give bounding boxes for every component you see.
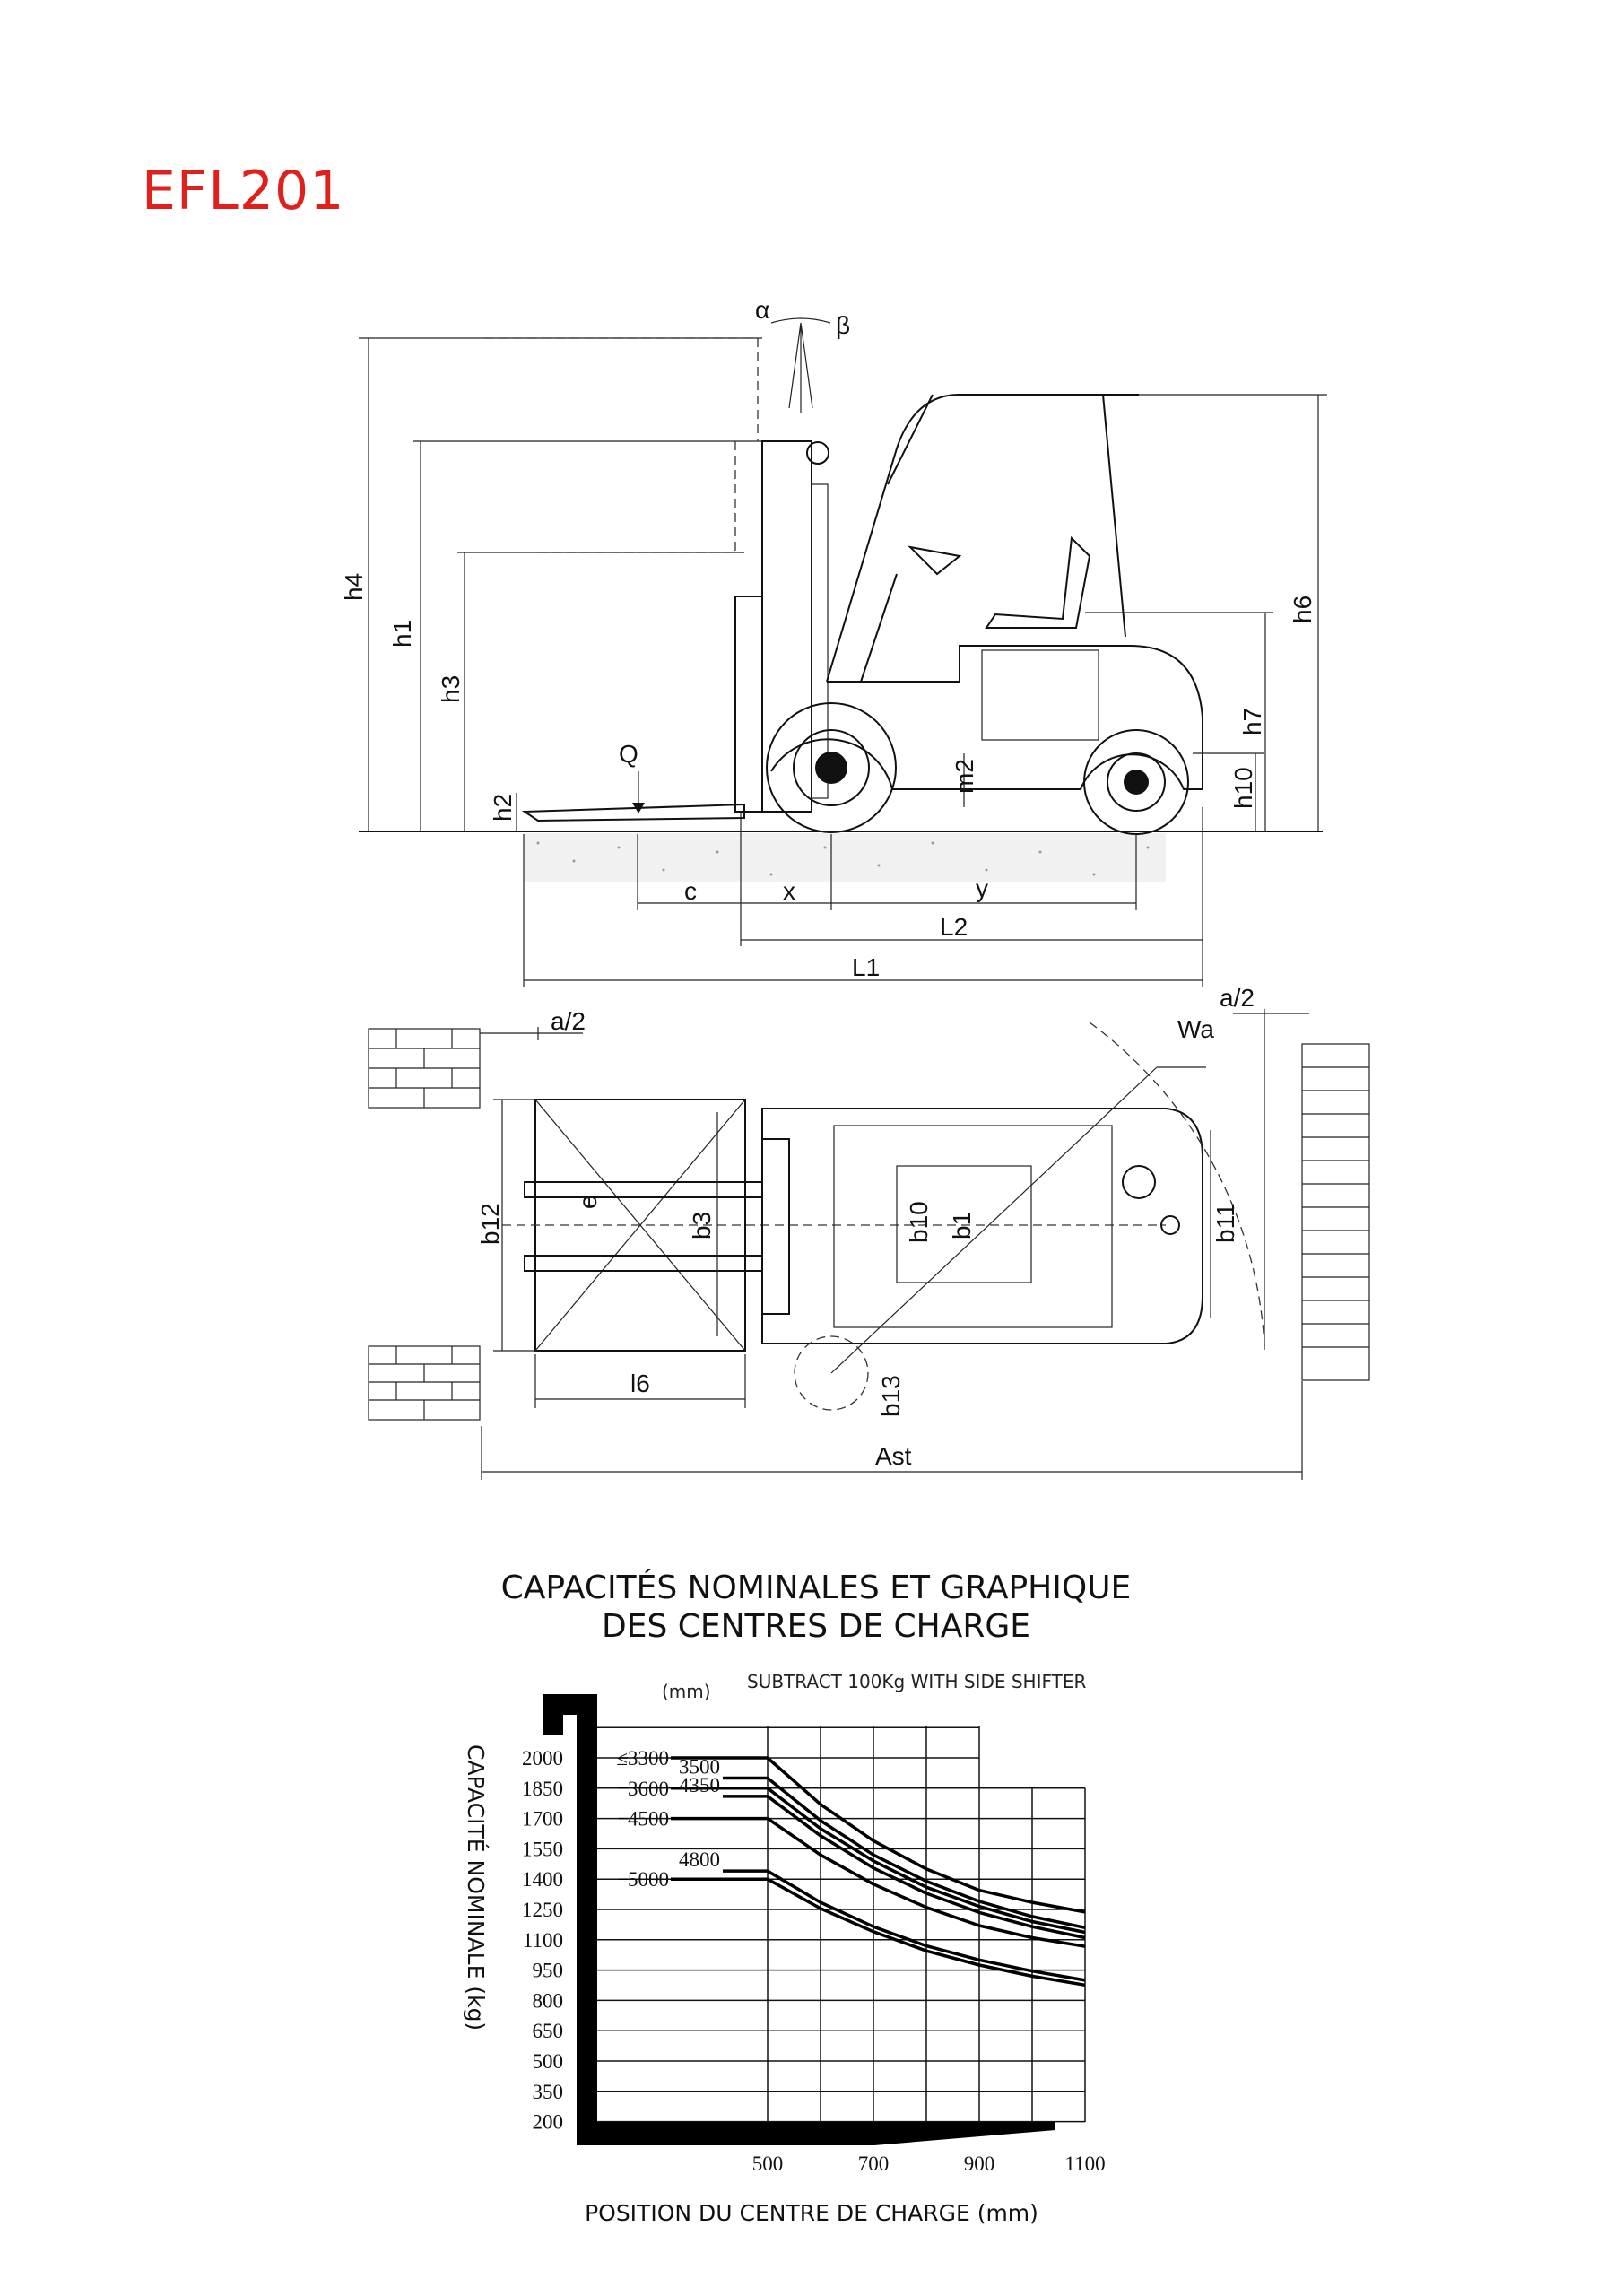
series-line-le3300 xyxy=(671,1756,1086,1914)
label-h7: h7 xyxy=(1238,708,1266,735)
wall-right xyxy=(1301,1043,1370,1381)
label-L2: L2 xyxy=(940,913,968,941)
x-axis-label: POSITION DU CENTRE DE CHARGE (mm) xyxy=(585,2200,1038,2226)
series-line-4800 xyxy=(723,1869,1086,1982)
label-b1: b1 xyxy=(948,1212,976,1239)
label-beta: β xyxy=(836,311,850,339)
y-axis-label: CAPACITÉ NOMINALE (kg) xyxy=(463,1744,489,2031)
y-tick-label: 950 xyxy=(533,1960,564,1982)
series-line-4350 xyxy=(723,1795,1086,1940)
model-title: EFL201 xyxy=(142,160,345,222)
top-view-drawing: a/2 Wa a/2 e b12 b3 b10 b1 b11 l6 b13 As… xyxy=(368,984,1370,1480)
wall-left-bottom xyxy=(368,1345,481,1421)
y-tick-label: 2000 xyxy=(522,1747,563,1770)
y-tick-label: 1400 xyxy=(522,1868,563,1891)
series-label: 3600 xyxy=(628,1778,669,1800)
series-unit: (mm) xyxy=(662,1681,711,1702)
y-tick-label: 200 xyxy=(533,2111,564,2134)
y-tick-label: 1250 xyxy=(522,1899,563,1921)
y-tick-label: 1550 xyxy=(522,1838,563,1860)
wall-left-top xyxy=(368,1028,481,1109)
label-a2-right: a/2 xyxy=(1220,984,1255,1012)
label-e: e xyxy=(574,1195,602,1209)
label-b13: b13 xyxy=(877,1375,905,1417)
steer-pivot xyxy=(794,1335,869,1411)
ground-dots xyxy=(536,841,1150,876)
y-tick-labels: 2000 1850 1700 1550 1400 1250 1100 950 800 650 500… xyxy=(522,1747,563,2134)
side-view-drawing: α β h4 h1 h3 h2 Q m2 h7 h10 h6 c x y L2 … xyxy=(340,296,1327,987)
label-b3: b3 xyxy=(688,1212,716,1239)
label-h3: h3 xyxy=(437,675,465,703)
series-line-3500 xyxy=(723,1776,1086,1930)
y-tick-label: 1100 xyxy=(523,1929,563,1952)
x-tick-labels: 500 700 900 1100 xyxy=(752,2152,1106,2175)
series-line-3600 xyxy=(671,1787,1086,1935)
chart-axis-frame xyxy=(543,1694,1055,2145)
series-line-4500 xyxy=(671,1816,1086,1948)
series-label: 3500 xyxy=(679,1756,720,1779)
label-x: x xyxy=(783,877,795,905)
chart-title-line-1: CAPACITÉS NOMINALES ET GRAPHIQUE xyxy=(501,1569,1132,1606)
series-label: 4500 xyxy=(628,1808,669,1831)
y-tick-label: 350 xyxy=(533,2081,564,2103)
x-tick-label: 1100 xyxy=(1064,2152,1105,2175)
chart-note: SUBTRACT 100Kg WITH SIDE SHIFTER xyxy=(747,1671,1086,1692)
label-b12: b12 xyxy=(476,1203,504,1245)
series-line-5000 xyxy=(671,1877,1086,1987)
x-tick-label: 700 xyxy=(858,2152,890,2175)
label-y: y xyxy=(976,874,988,902)
turning-radius-arc xyxy=(1089,1022,1265,1346)
label-l6: l6 xyxy=(630,1370,650,1397)
series-label: 5000 xyxy=(628,1868,669,1891)
front-wheel xyxy=(766,702,897,833)
label-h6: h6 xyxy=(1289,596,1316,623)
label-h2: h2 xyxy=(489,794,517,822)
truck-body xyxy=(770,645,1203,790)
rear-wheel xyxy=(1083,729,1189,835)
series-label: 4350 xyxy=(679,1774,720,1796)
chart-series: ≤3300 3500 3600 4350 4500 4800 5000 xyxy=(616,1747,1086,1987)
label-Ast: Ast xyxy=(875,1442,912,1470)
mast xyxy=(761,440,812,813)
label-h10: h10 xyxy=(1229,767,1257,809)
y-tick-label: 1700 xyxy=(522,1808,563,1831)
y-tick-label: 500 xyxy=(533,2050,564,2073)
label-L1: L1 xyxy=(852,953,880,981)
label-c: c xyxy=(684,877,697,905)
label-Wa: Wa xyxy=(1177,1015,1214,1043)
fork-carriage xyxy=(734,596,763,813)
label-Q: Q xyxy=(619,740,638,768)
truck-top-view xyxy=(761,1108,1203,1344)
ground-hatch xyxy=(524,833,1166,882)
y-tick-label: 1850 xyxy=(522,1778,563,1800)
label-h4: h4 xyxy=(340,573,368,601)
y-tick-label: 800 xyxy=(533,1989,564,2012)
load-center-chart: CAPACITÉS NOMINALES ET GRAPHIQUE DES CEN… xyxy=(463,1569,1131,2226)
steering-wheel xyxy=(860,545,962,683)
operator-seat xyxy=(985,535,1091,629)
chart-grid xyxy=(597,1726,1086,2123)
series-label: 4800 xyxy=(679,1848,720,1871)
label-alpha: α xyxy=(755,296,769,324)
x-tick-label: 900 xyxy=(964,2152,995,2175)
y-tick-label: 650 xyxy=(533,2020,564,2042)
label-a2-left: a/2 xyxy=(551,1007,586,1035)
label-h1: h1 xyxy=(388,620,416,648)
series-label: ≤3300 xyxy=(616,1747,669,1770)
overhead-guard xyxy=(826,394,1139,683)
label-m2: m2 xyxy=(951,759,978,794)
x-tick-label: 500 xyxy=(752,2152,784,2175)
label-b10: b10 xyxy=(905,1201,933,1243)
load-box xyxy=(493,1099,1166,1408)
chart-title-line-2: DES CENTRES DE CHARGE xyxy=(602,1608,1030,1645)
label-b11: b11 xyxy=(1211,1203,1239,1243)
fork xyxy=(521,803,745,822)
